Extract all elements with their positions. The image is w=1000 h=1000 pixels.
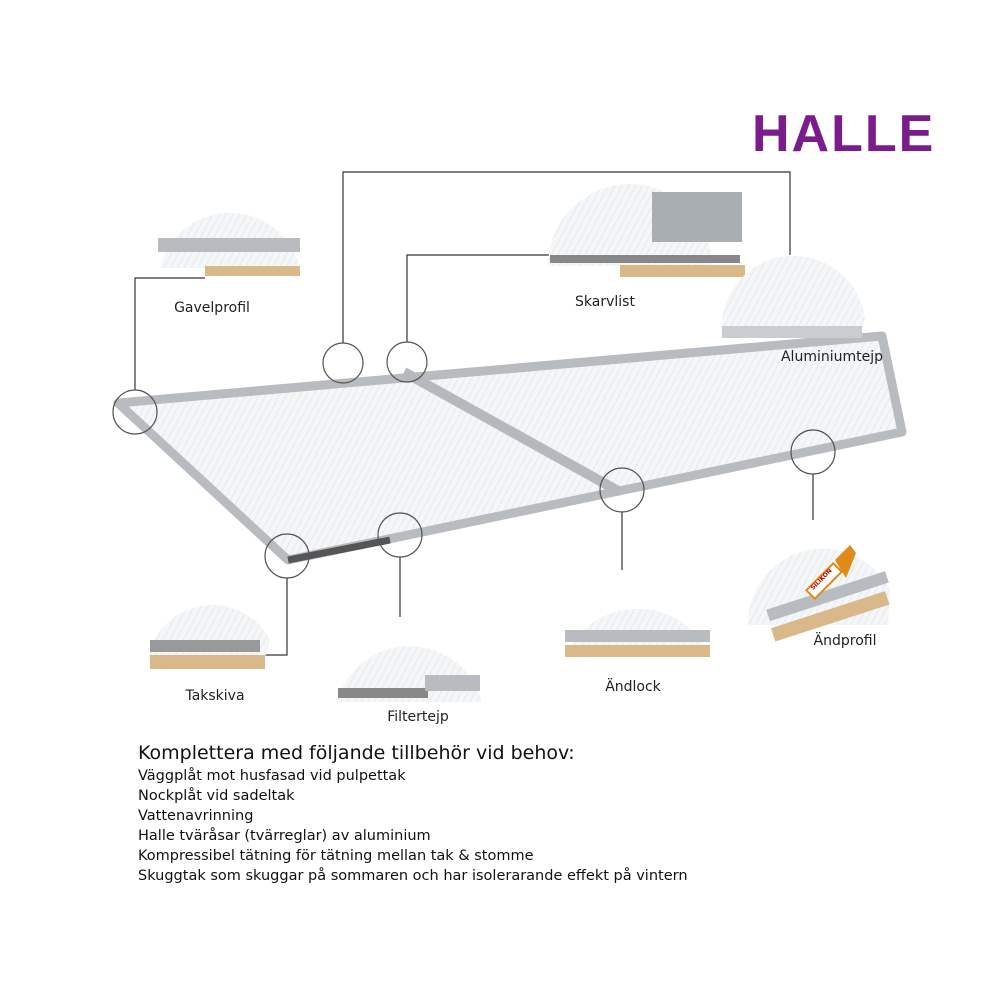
accessory-item: Kompressibel tätning för tätning mellan …: [138, 848, 534, 864]
accessory-item: Vattenavrinning: [138, 808, 254, 824]
label-aluminiumtejp: Aluminiumtejp: [780, 349, 884, 365]
label-filtertejp: Filtertejp: [387, 709, 449, 725]
filtertejp-inset: [337, 646, 482, 702]
andprofil-inset: [747, 545, 890, 642]
label-gavelprofil: Gavelprofil: [174, 300, 250, 316]
leader-lines: [134, 171, 814, 656]
skarvlist-bar: [401, 367, 623, 497]
aluminiumtejp-inset: [721, 255, 865, 338]
accessory-item: Skuggtak som skuggar på sommaren och har…: [138, 868, 688, 884]
callout-circles: [112, 341, 836, 579]
andlock-inset: [565, 608, 710, 657]
label-andprofil: Ändprofil: [813, 633, 877, 649]
roof-panel: [113, 331, 907, 565]
label-skarvlist: Skarvlist: [575, 294, 635, 310]
accessory-item: Nockplåt vid sadeltak: [138, 788, 295, 804]
label-takskiva: Takskiva: [185, 688, 245, 704]
label-andlock: Ändlock: [605, 679, 661, 695]
gavelprofil-inset: [158, 212, 300, 276]
accessory-item: Väggplåt mot husfasad vid pulpettak: [138, 768, 406, 784]
accessory-item: Halle tväråsar (tvärreglar) av aluminium: [138, 828, 431, 844]
accessories-heading: Komplettera med följande tillbehör vid b…: [138, 742, 575, 764]
filtertejp-edge: [287, 536, 391, 564]
detail-insets: [148, 184, 890, 702]
halle-logo: HALLE: [752, 105, 936, 163]
accessories-list: Komplettera med följande tillbehör vid b…: [138, 742, 688, 886]
skarvlist-inset: [548, 184, 745, 277]
takskiva-inset: [148, 604, 270, 669]
caulking-gun-icon: [804, 545, 856, 601]
